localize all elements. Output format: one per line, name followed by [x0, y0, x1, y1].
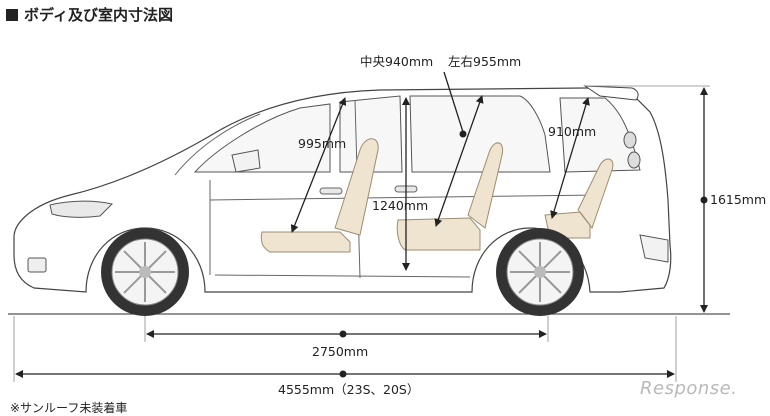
- front-headroom-dimension: [290, 97, 347, 233]
- headlight: [49, 200, 113, 218]
- wheelbase-label: 2750mm: [312, 344, 368, 359]
- front-wheel: [101, 228, 189, 316]
- footnote: ※サンルーフ未装着車: [10, 401, 128, 415]
- front-headroom-label: 995mm: [298, 136, 346, 151]
- overall-length-dot: [339, 370, 347, 378]
- fog-light: [27, 257, 47, 273]
- middle-headroom-dimension: [434, 71, 484, 227]
- side-mirror: [231, 149, 261, 173]
- middle-headroom-dot: [459, 130, 467, 138]
- overall-height-label: 1615mm: [710, 192, 766, 207]
- title-text: ボディ及び室内寸法図: [24, 6, 173, 24]
- overall-height-dot: [700, 196, 708, 204]
- diagram-title: ボディ及び室内寸法図: [6, 4, 173, 25]
- interior-height-label: 1240mm: [372, 198, 428, 213]
- title-square-icon: [6, 8, 18, 21]
- wheelbase-dimension: [144, 316, 549, 342]
- tail-light: [623, 131, 641, 169]
- side-height-label: 左右955mm: [448, 54, 521, 69]
- center-height-label: 中央940mm: [360, 54, 433, 69]
- rear-headroom-label: 910mm: [548, 124, 596, 139]
- roof-spoiler: [583, 85, 639, 101]
- windshield: [174, 113, 261, 176]
- wheelbase-dot: [339, 330, 347, 338]
- watermark-logo: Response.: [640, 378, 738, 399]
- front-seat: [260, 138, 379, 253]
- middle-seat: [396, 142, 504, 251]
- rear-headroom-dimension: [550, 97, 590, 219]
- rear-bumper: [639, 234, 669, 263]
- overall-length-label: 4555mm（23S、20S）: [278, 382, 419, 397]
- rear-wheel: [496, 228, 584, 316]
